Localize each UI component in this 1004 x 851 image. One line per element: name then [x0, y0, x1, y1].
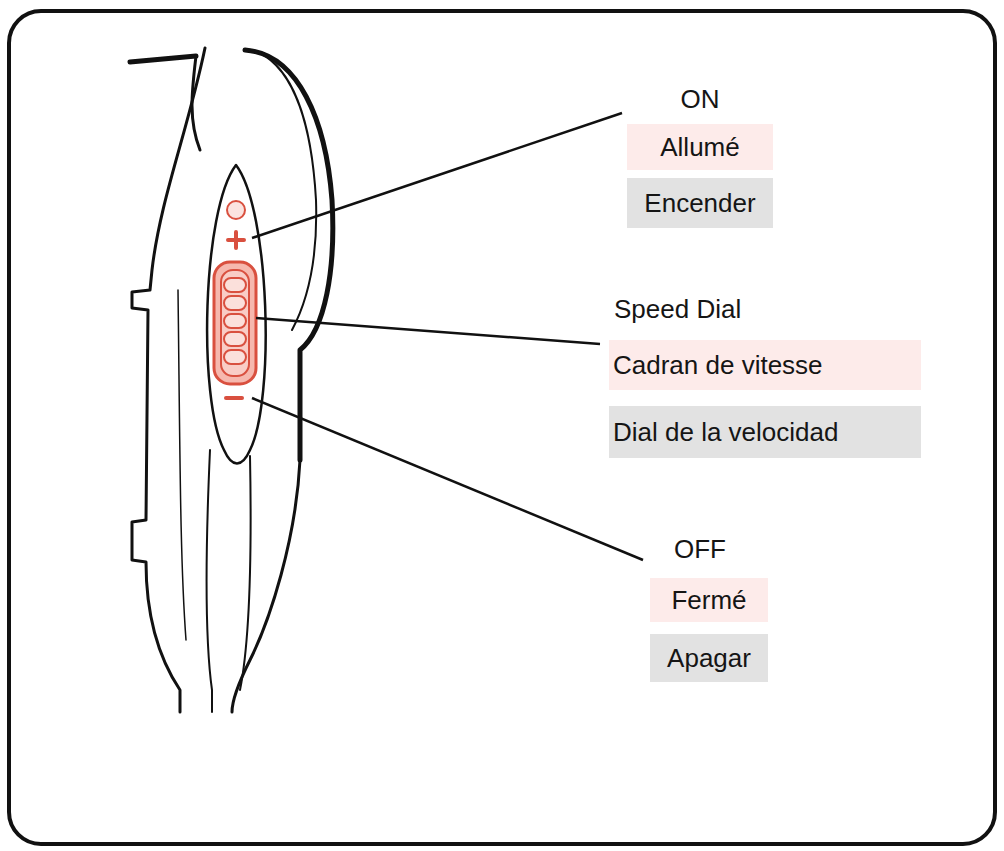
- callout-label-fr: Fermé: [650, 578, 768, 622]
- hair-dryer-handle: [130, 48, 333, 712]
- leader-lines: [252, 113, 643, 560]
- frame: [9, 11, 995, 844]
- callout-label: OFF: [640, 528, 760, 570]
- callout-label-es: Apagar: [650, 634, 768, 682]
- callout-label-es: Dial de la velocidad: [609, 406, 921, 458]
- callout-label: ON: [627, 78, 773, 120]
- callout-label-fr: Allumé: [627, 124, 773, 170]
- callout-label-es: Encender: [627, 178, 773, 228]
- callout-label: Speed Dial: [610, 288, 790, 330]
- callout-label-fr: Cadran de vitesse: [609, 340, 921, 390]
